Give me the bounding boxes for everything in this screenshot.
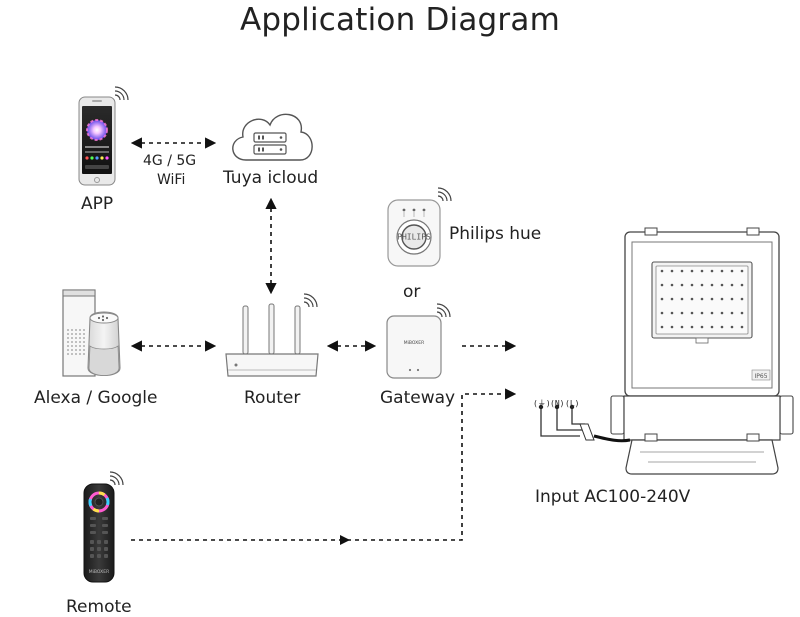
- remote-device: [83, 483, 115, 583]
- flood-light-fixture: [610, 227, 794, 475]
- label-philips-hue: Philips hue: [449, 224, 542, 244]
- arrow-remote-mid: [340, 535, 350, 545]
- remote-brand-text: MiBOXER: [89, 569, 109, 575]
- label-remote: Remote: [66, 597, 132, 617]
- smart-speaker-devices: [62, 289, 121, 377]
- terminal-live: (L): [565, 399, 580, 408]
- label-network-4g: 4G / 5G: [143, 153, 197, 169]
- label-gateway: Gateway: [380, 388, 456, 408]
- label-router: Router: [244, 388, 301, 408]
- philips-hue-bridge: [387, 199, 441, 267]
- label-cloud: Tuya icloud: [223, 168, 319, 188]
- router-device: [225, 303, 319, 377]
- hue-brand-text: PHILIPS: [397, 233, 431, 242]
- phone-device: [78, 96, 116, 186]
- gateway-brand-text: MiBOXER: [404, 340, 424, 346]
- ip-rating-badge: IP65: [754, 373, 767, 380]
- label-or: or: [403, 282, 421, 302]
- terminal-ground: (⏚): [533, 399, 551, 408]
- wifi-signal-icon: [303, 293, 318, 308]
- gateway-device: [386, 315, 442, 379]
- label-input-power: Input AC100-240V: [535, 487, 691, 507]
- wifi-signal-icon: [109, 471, 124, 486]
- label-app: APP: [81, 194, 114, 214]
- cloud-icon: [232, 113, 313, 161]
- wifi-signal-icon: [437, 187, 452, 202]
- label-network-wifi: WiFi: [157, 172, 186, 188]
- wifi-signal-icon: [114, 86, 129, 101]
- power-cable: [540, 407, 631, 443]
- label-alexa-google: Alexa / Google: [34, 388, 158, 408]
- terminal-neutral: (N): [550, 399, 565, 408]
- terminal-dots: [538, 404, 575, 410]
- line-remote-path: [131, 388, 517, 541]
- diagram-title: Application Diagram: [240, 2, 560, 38]
- connection-lines: [130, 137, 517, 541]
- wifi-signal-icon: [436, 303, 451, 318]
